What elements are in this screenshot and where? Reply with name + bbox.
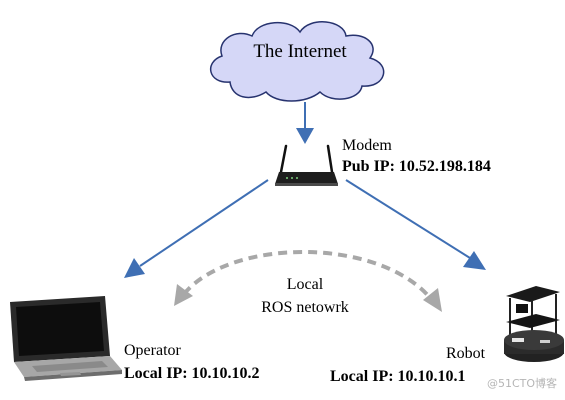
operator-local-ip: Local IP: 10.10.10.2	[124, 365, 260, 382]
operator-label: Operator	[124, 342, 181, 359]
operator-laptop-icon	[10, 296, 122, 381]
watermark: @51CTO博客	[487, 377, 558, 390]
modem-router-icon	[275, 144, 338, 186]
local-network-label-line1: Local	[286, 276, 324, 293]
robot-label: Robot	[446, 345, 486, 362]
local-ros-network-link	[174, 250, 442, 312]
internet-label: The Internet	[253, 41, 347, 62]
modem-to-operator-arrow	[124, 179, 269, 278]
robot-icon	[504, 286, 564, 362]
modem-public-ip: Pub IP: 10.52.198.184	[342, 158, 491, 175]
robot-local-ip: Local IP: 10.10.10.1	[330, 368, 466, 385]
modem-label: Modem	[342, 137, 392, 154]
local-network-label-line2: ROS netowrk	[261, 299, 349, 316]
internet-cloud	[210, 21, 385, 102]
internet-to-modem-arrow	[296, 102, 314, 144]
modem-to-robot-arrow	[345, 179, 486, 270]
